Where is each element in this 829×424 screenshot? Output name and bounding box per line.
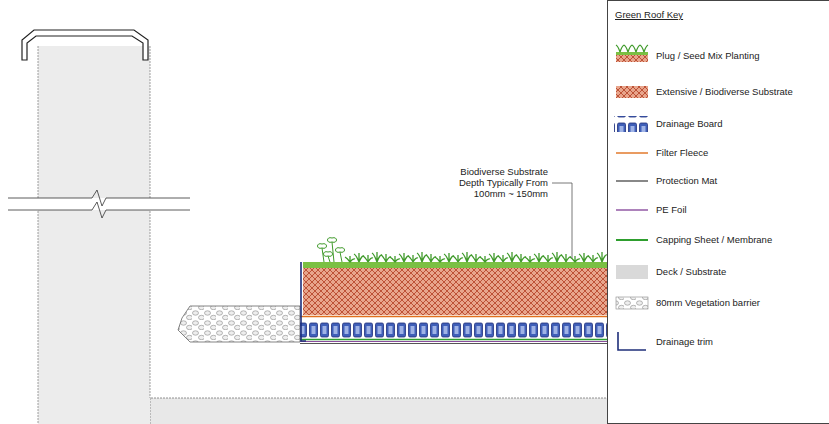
legend-text: 80mm Vegetation barrier [656, 297, 760, 308]
break-line [8, 202, 190, 218]
plant [408, 255, 418, 262]
membrane [300, 339, 608, 340]
plant [579, 253, 589, 262]
legend-box [608, 1, 829, 424]
legend-text: PE Foil [656, 204, 687, 215]
plant [507, 252, 517, 262]
drainage-board [300, 318, 608, 338]
vegetation-barrier [178, 306, 300, 342]
plant [552, 252, 562, 262]
legend-swatch [614, 116, 648, 132]
legend-title: Green Roof Key [615, 9, 683, 20]
plant [489, 253, 499, 262]
plant [525, 256, 535, 262]
plant [453, 255, 463, 262]
legend-text: Protection Mat [656, 175, 717, 186]
plant [336, 248, 345, 262]
plant [399, 253, 409, 262]
legend-swatch [616, 181, 648, 182]
plant [390, 256, 400, 262]
legend-swatch [618, 332, 646, 350]
pe-foil [300, 341, 608, 342]
legend-swatch [616, 86, 648, 98]
plant [462, 252, 472, 262]
plant [480, 256, 490, 262]
plant [324, 252, 333, 262]
plant [588, 255, 598, 262]
legend-text: Plug / Seed Mix Planting [656, 50, 760, 61]
parapet-wall [38, 46, 150, 424]
plant [516, 254, 526, 262]
plant [471, 254, 481, 262]
plant [561, 254, 571, 262]
protection-mat [300, 343, 608, 344]
wall-edge [150, 46, 151, 398]
plant [426, 254, 436, 262]
legend-swatch [616, 45, 648, 62]
plant [372, 252, 382, 262]
plant [570, 256, 580, 262]
plant [363, 255, 373, 262]
dimension-note: Biodiverse Substrate Depth Typically Fro… [436, 166, 548, 199]
break-gap [8, 198, 193, 210]
plant [534, 253, 544, 262]
drainage-trim [301, 262, 306, 341]
plant [435, 256, 445, 262]
legend-text: Drainage trim [656, 336, 713, 347]
legend-swatch [616, 297, 648, 309]
plant [498, 255, 508, 262]
plant [543, 255, 553, 262]
legend-text: Filter Fleece [656, 147, 708, 158]
legend-swatch [616, 265, 648, 279]
legend-swatch [616, 240, 648, 241]
coping-cap [22, 30, 148, 60]
legend-text: Extensive / Biodiverse Substrate [656, 86, 793, 97]
planting-mat [303, 262, 608, 268]
plant [597, 252, 607, 262]
legend-swatch [616, 153, 648, 154]
substrate [303, 268, 608, 315]
break-line [8, 190, 190, 206]
plant [417, 252, 427, 262]
plant [345, 256, 355, 262]
leader-line [552, 183, 572, 258]
plants [318, 238, 608, 262]
legend-text: Deck / Substrate [656, 266, 726, 277]
plant [354, 253, 364, 262]
legend-swatch [616, 210, 648, 211]
legend-swatch [616, 265, 648, 279]
filter-fleece [300, 316, 608, 318]
plant [381, 254, 391, 262]
legend-text: Capping Sheet / Membrane [656, 234, 772, 245]
wall-edge [38, 46, 39, 424]
plant [444, 253, 454, 262]
legend-text: Drainage Board [656, 118, 723, 129]
